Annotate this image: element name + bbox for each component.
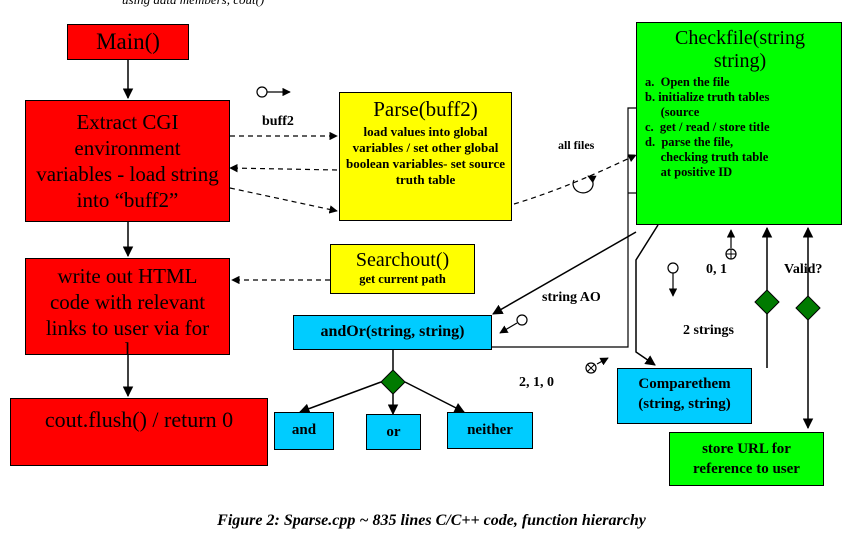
checkfile-title: Checkfile(string string)	[675, 27, 805, 72]
neither-node: neither	[447, 412, 533, 449]
and-node: and	[274, 412, 334, 450]
label-all-files: all files	[558, 138, 595, 152]
andor-node: andOr(string, string)	[293, 315, 492, 350]
edge-decision-neither	[404, 381, 465, 413]
edge-checkfile-compare	[635, 224, 659, 366]
parse-description: load values into global variables / set …	[346, 124, 505, 187]
main-node: Main()	[67, 24, 189, 60]
write-node: write out HTML code with relevant links …	[25, 258, 230, 355]
write-truncated: l	[124, 338, 131, 355]
checkfile-node: Checkfile(string string) a. Open the fil…	[636, 22, 842, 225]
checkfile-step: d. parse the file,	[645, 135, 734, 149]
write-label: write out HTML code with relevant links …	[45, 264, 210, 340]
comparethem-label: Comparethem (string, string)	[638, 376, 731, 412]
decision-diamond-compare	[754, 289, 780, 315]
searchout-title: Searchout()	[355, 249, 450, 271]
cout-node: cout.flush() / return 0	[10, 398, 268, 466]
searchout-node: Searchout() get current path	[330, 244, 475, 294]
or-label: or	[386, 424, 401, 440]
parse-node: Parse(buff2) load values into global var…	[339, 92, 512, 221]
edge-decision-and	[299, 381, 382, 414]
and-label: and	[291, 422, 317, 438]
extract-node: Extract CGI environment variables - load…	[25, 100, 230, 222]
cout-label: cout.flush() / return 0	[44, 407, 234, 432]
parse-title: Parse(buff2)	[373, 97, 478, 121]
searchout-description: get current path	[359, 272, 446, 286]
store-url-label: store URL for reference to user	[693, 441, 800, 477]
all-files-loop-icon	[572, 175, 597, 194]
decision-diamond-andor	[380, 369, 406, 395]
or-node: or	[366, 414, 421, 450]
checkfile-step: checking truth table	[645, 150, 769, 164]
checkfile-steps: a. Open the file b. initialize truth tab…	[645, 75, 835, 180]
label-valid: Valid?	[784, 262, 823, 277]
comparethem-node: Comparethem (string, string)	[617, 368, 752, 424]
edge-parse-extract	[229, 163, 338, 173]
edge-parse-checkfile	[513, 154, 637, 205]
extract-label: Extract CGI environment variables - load…	[36, 110, 219, 212]
checkfile-step: c. get / read / store title	[645, 120, 770, 134]
checkfile-step: (source	[645, 105, 700, 119]
store-url-node: store URL for reference to user	[669, 432, 824, 486]
main-label: Main()	[96, 29, 160, 54]
checkfile-step: a. Open the file	[645, 75, 730, 89]
label-two-one-zero: 2, 1, 0	[519, 375, 554, 390]
edge-checkfile-andor	[492, 231, 637, 315]
decision-diamond-valid	[795, 295, 821, 321]
figure-caption: Figure 2: Sparse.cpp ~ 835 lines C/C++ c…	[217, 512, 646, 529]
label-two-strings: 2 strings	[683, 323, 734, 338]
checkfile-step: b. initialize truth tables	[645, 90, 770, 104]
label-zero-one: 0, 1	[706, 262, 727, 277]
checkfile-step: at positive ID	[645, 165, 733, 179]
label-buff2: buff2	[262, 114, 294, 129]
header-fragment: using data members, cout()	[122, 0, 264, 8]
neither-label: neither	[467, 422, 513, 438]
andor-label: andOr(string, string)	[320, 323, 465, 340]
edge-extract-parse-lower	[229, 187, 338, 214]
label-string-ao: string AO	[542, 290, 601, 305]
edge-andor-checkfile-return	[492, 107, 636, 348]
